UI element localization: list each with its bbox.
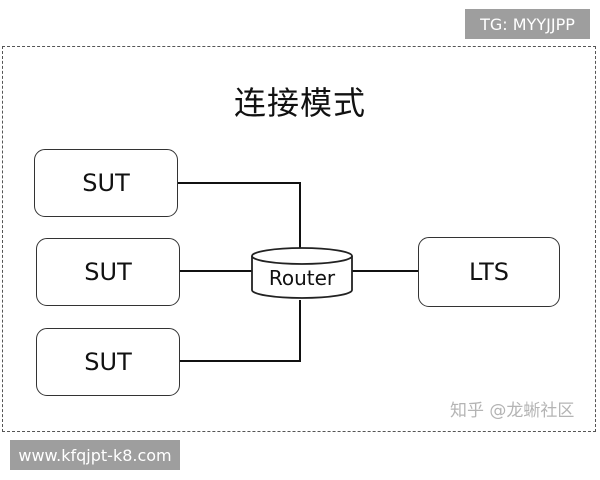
router-label: Router (268, 266, 336, 290)
sut-node-middle: SUT (36, 238, 180, 306)
tag-badge: TG: MYYJJPP (465, 9, 590, 39)
sut-node-top: SUT (34, 149, 178, 217)
diagram-title: 连接模式 (233, 84, 366, 122)
wire-sut-bottom (180, 300, 301, 362)
lts-node: LTS (418, 237, 560, 307)
wire-sut-top (178, 182, 301, 250)
watermark-text: 知乎 @龙蜥社区 (450, 401, 575, 421)
sut-node-bottom: SUT (36, 328, 180, 396)
url-badge: www.kfqjpt-k8.com (10, 440, 180, 470)
diagram-frame (2, 46, 596, 432)
router-cylinder (251, 247, 353, 299)
